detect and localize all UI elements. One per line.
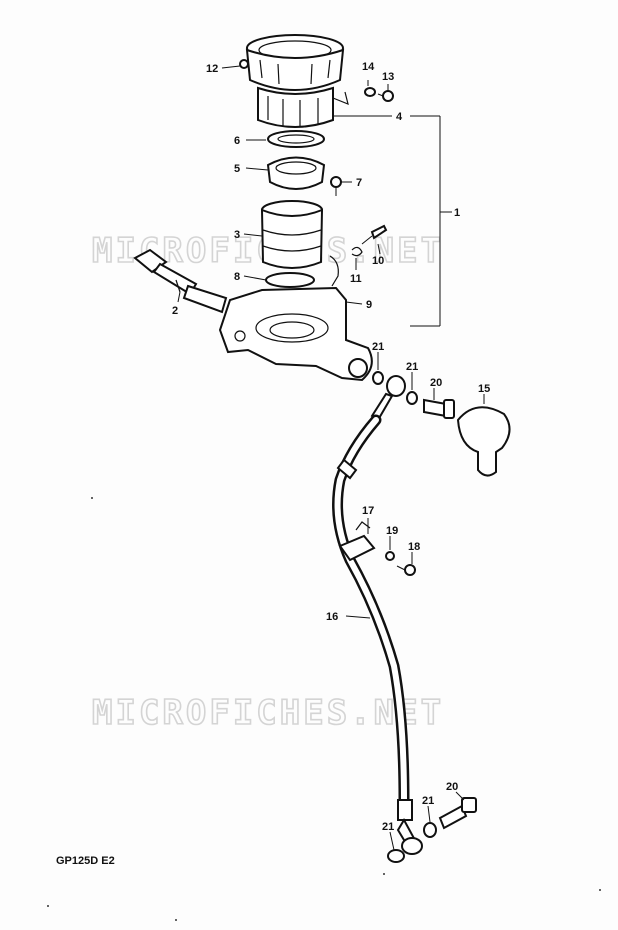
callout-4: 4 — [396, 111, 403, 123]
callout-10: 10 — [372, 255, 384, 267]
part-16-hose — [332, 414, 413, 821]
part-9-master-cylinder-body — [218, 255, 373, 382]
callout-20-bottom: 20 — [446, 781, 458, 793]
callout-21-d: 21 — [382, 821, 394, 833]
part-21-washer-a — [372, 371, 384, 385]
callout-15: 15 — [478, 383, 490, 395]
callout-21-a: 21 — [372, 341, 384, 353]
part-20-banjo-bolt-bottom — [438, 797, 477, 830]
part-21-washer-c — [387, 849, 405, 863]
part-13-screw — [377, 90, 394, 102]
callout-8: 8 — [234, 271, 240, 283]
callout-16: 16 — [326, 611, 338, 623]
callout-3: 3 — [234, 229, 240, 241]
callout-1: 1 — [454, 207, 460, 219]
banjo-fitting-bottom — [396, 817, 423, 855]
part-2-push-rod — [133, 248, 228, 314]
part-21-washer-b — [406, 391, 418, 405]
callout-2: 2 — [172, 305, 178, 317]
callout-18: 18 — [408, 541, 420, 553]
callout-14: 14 — [362, 61, 375, 73]
part-15-rubber-cap — [456, 406, 511, 477]
part-6-diaphragm-plate — [267, 130, 325, 148]
part-20-banjo-bolt-top — [423, 398, 455, 419]
part-10-bolt — [361, 224, 388, 245]
part-4-reservoir-body — [257, 86, 349, 128]
callout-6: 6 — [234, 135, 240, 147]
part-5-diaphragm — [266, 156, 326, 190]
banjo-fitting-top — [370, 375, 406, 422]
part-8-seal — [265, 272, 315, 288]
part-21-washer-d — [423, 822, 437, 838]
scan-specks — [47, 497, 601, 921]
leader-lines — [177, 65, 485, 851]
part-18-bolt — [396, 564, 416, 576]
part-11-clip — [351, 246, 363, 257]
callout-21-c: 21 — [422, 795, 434, 807]
callout-17: 17 — [362, 505, 374, 517]
callout-9: 9 — [366, 299, 372, 311]
callout-19: 19 — [386, 525, 398, 537]
part-12-reservoir-cap — [239, 34, 345, 91]
part-17-clamp — [338, 521, 376, 562]
callout-20-top: 20 — [430, 377, 442, 389]
part-3-piston — [260, 200, 324, 269]
callout-5: 5 — [234, 163, 240, 175]
part-7-screw — [330, 176, 342, 196]
callout-11: 11 — [350, 273, 362, 285]
watermark-bottom: MICROFICHES.NET — [92, 693, 444, 733]
callout-13: 13 — [382, 71, 394, 83]
part-14-washer — [364, 87, 376, 97]
callout-12: 12 — [206, 63, 218, 75]
model-code: GP125D E2 — [56, 855, 115, 867]
callout-21-b: 21 — [406, 361, 418, 373]
callout-7: 7 — [356, 177, 362, 189]
part-19-washer — [385, 551, 395, 561]
